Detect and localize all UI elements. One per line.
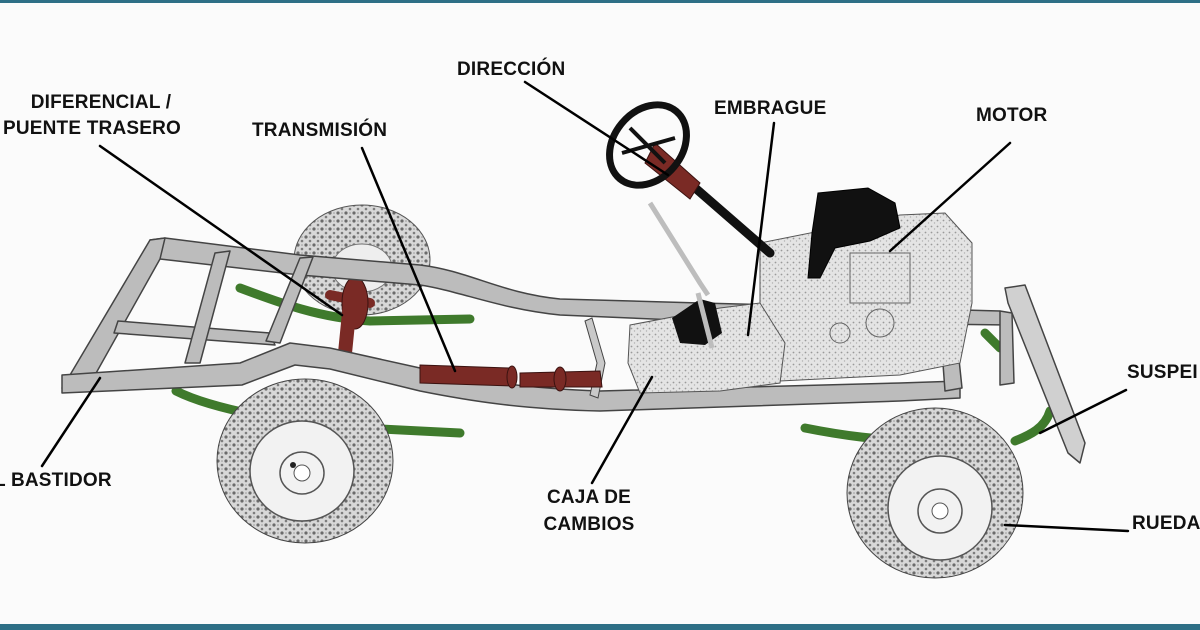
chassis-diagram: DIFERENCIAL / PUENTE TRASERO TRANSMISIÓN… (0, 3, 1200, 624)
rear-axle (325, 276, 375, 360)
leader-lines (40, 80, 1130, 533)
label-caja-line1: CAJA DE (546, 487, 632, 508)
rear-near-wheel (216, 378, 394, 544)
label-bastidor: L BASTIDOR (0, 470, 112, 491)
chassis-illustration (40, 80, 1130, 579)
driveshaft (419, 364, 603, 392)
label-suspension: SUSPEI (1127, 362, 1198, 383)
label-direccion: DIRECCIÓN (457, 59, 566, 80)
label-transmision: TRANSMISIÓN (252, 120, 388, 141)
front-near-wheel (846, 407, 1024, 579)
top-border (0, 0, 1200, 3)
label-caja-line2: CAMBIOS (543, 514, 635, 535)
label-caja-de-cambios: CAJA DE CAMBIOS (534, 484, 644, 538)
bottom-border (0, 624, 1200, 630)
engine-block (759, 187, 973, 382)
label-diferencial-line1: DIFERENCIAL / (30, 92, 172, 113)
label-diferencial-line2: PUENTE TRASERO (2, 118, 182, 139)
label-motor: MOTOR (976, 105, 1048, 126)
label-embrague: EMBRAGUE (714, 98, 827, 119)
label-rueda: RUEDA (1132, 513, 1200, 534)
steering-assembly (606, 101, 775, 258)
label-diferencial: DIFERENCIAL / PUENTE TRASERO (3, 90, 186, 142)
gearbox (627, 201, 786, 394)
